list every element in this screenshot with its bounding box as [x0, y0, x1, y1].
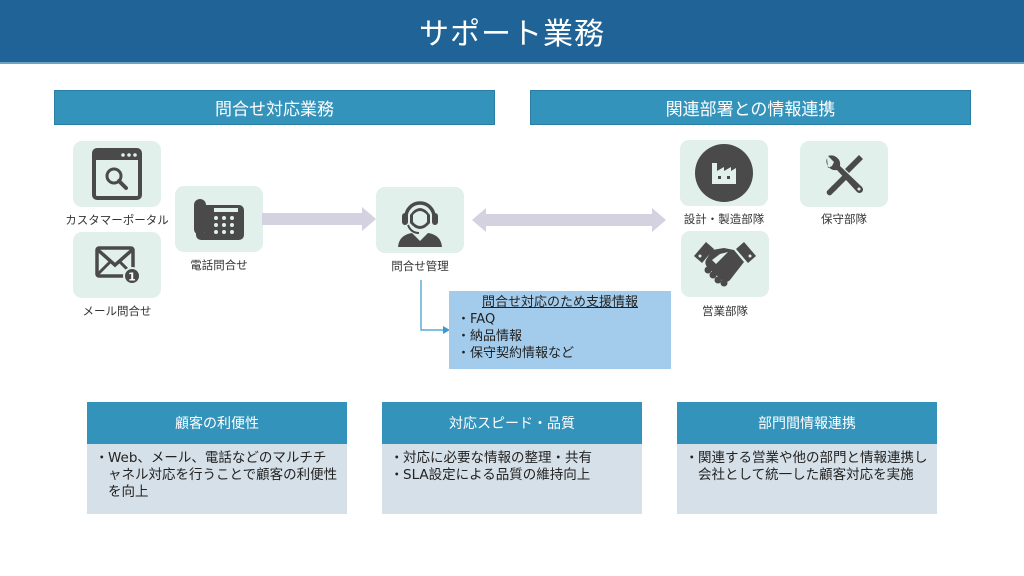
card-customer-convenience: 顧客の利便性 ・Web、メール、電話などのマルチチャネル対応を行うことで顧客の利… — [87, 402, 347, 514]
inquiry-management-tile[interactable] — [376, 187, 464, 253]
card-bullet-text: Web、メール、電話などのマルチチャネル対応を行うことで顧客の利便性を向上 — [108, 450, 338, 500]
card-interdepartment: 部門間情報連携 ・関連する営業や他の部門と情報連携し会社として統一した顧客対応を… — [677, 402, 937, 514]
support-info-box: 問合せ対応のため支援情報 ・FAQ ・納品情報 ・保守契約情報など — [449, 291, 671, 369]
maintenance-tile[interactable] — [800, 141, 888, 207]
customer-portal-tile[interactable] — [73, 141, 161, 207]
bullet-marker: ・ — [95, 450, 109, 466]
support-info-item: ・保守契約情報など — [457, 346, 575, 361]
tools-icon — [826, 155, 864, 196]
support-info-item: ・FAQ — [457, 312, 496, 327]
bullet-marker: ・ — [390, 467, 404, 483]
mail-notification-icon: 1 — [95, 246, 141, 285]
mail-badge: 1 — [128, 271, 136, 284]
factory-icon — [695, 144, 753, 202]
section-header-inquiry-label: 問合せ対応業務 — [215, 100, 334, 120]
card-bullet-text: 関連する営業や他の部門と情報連携し会社として統一した顧客対応を実施 — [698, 450, 928, 483]
bullet-marker: ・ — [390, 450, 404, 466]
mail-inquiry-tile[interactable]: 1 — [73, 232, 161, 298]
card-title: 部門間情報連携 — [758, 416, 856, 432]
card-title: 対応スピード・品質 — [449, 416, 575, 432]
design-manufacturing-label: 設計・製造部隊 — [683, 212, 765, 226]
title-bar: サポート業務 — [0, 0, 1024, 64]
mail-inquiry-label: メール問合せ — [82, 304, 152, 318]
section-header-departments: 関連部署との情報連携 — [530, 90, 971, 125]
card-bullet-text: 対応に必要な情報の整理・共有 — [403, 450, 592, 466]
card-title: 顧客の利便性 — [175, 416, 259, 432]
customer-portal-label: カスタマーポータル — [65, 213, 169, 227]
page-title: サポート業務 — [419, 17, 605, 52]
headset-operator-icon — [398, 201, 442, 247]
phone-inquiry-tile[interactable] — [175, 186, 263, 252]
card-speed-quality: 対応スピード・品質 ・対応に必要な情報の整理・共有 ・SLA設定による品質の維持… — [382, 402, 642, 514]
card-bullet-text: SLA設定による品質の維持向上 — [403, 467, 591, 483]
handshake-icon — [694, 242, 756, 287]
connector-to-support-info — [420, 280, 450, 334]
bullet-marker: ・ — [685, 450, 699, 466]
design-manufacturing-tile[interactable] — [680, 140, 768, 206]
section-header-inquiry: 問合せ対応業務 — [54, 90, 495, 125]
desk-phone-icon — [194, 199, 244, 240]
support-info-item: ・納品情報 — [457, 329, 523, 344]
browser-search-icon — [92, 148, 142, 200]
phone-inquiry-label: 電話問合せ — [190, 258, 248, 272]
sales-label: 営業部隊 — [702, 304, 748, 318]
support-info-title: 問合せ対応のため支援情報 — [481, 295, 638, 310]
arrow-to-hub — [262, 207, 376, 231]
maintenance-label: 保守部隊 — [821, 212, 867, 226]
sales-tile[interactable] — [681, 231, 769, 297]
arrow-hub-departments — [472, 208, 666, 232]
inquiry-management-label: 問合せ管理 — [391, 259, 449, 273]
section-header-departments-label: 関連部署との情報連携 — [665, 100, 836, 120]
